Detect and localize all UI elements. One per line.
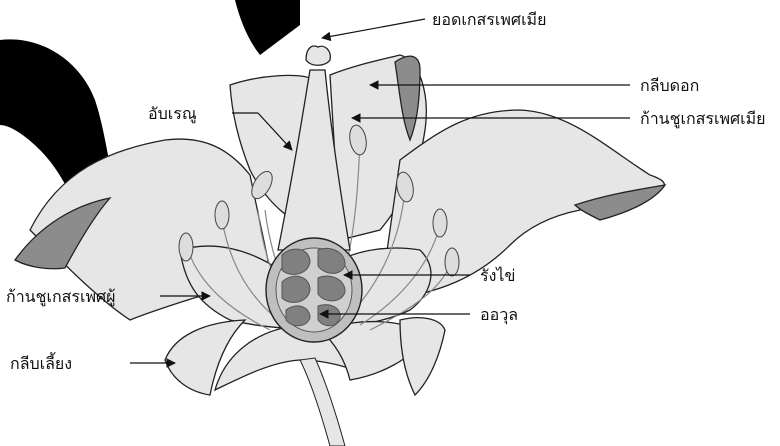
label-ovary: รังไข่ [480, 266, 515, 285]
label-filament: ก้านชูเกสรเพศผู้ [6, 287, 116, 307]
label-stigma: ยอดเกสรเพศเมีย [432, 10, 546, 29]
label-anther: อับเรณู [148, 104, 197, 124]
label-style: ก้านชูเกสรเพศเมีย [640, 109, 766, 129]
label-petal: กลีบดอก [640, 76, 699, 95]
label-ovule: ออวุล [480, 305, 518, 325]
label-sepal: กลีบเลี้ยง [10, 352, 72, 373]
